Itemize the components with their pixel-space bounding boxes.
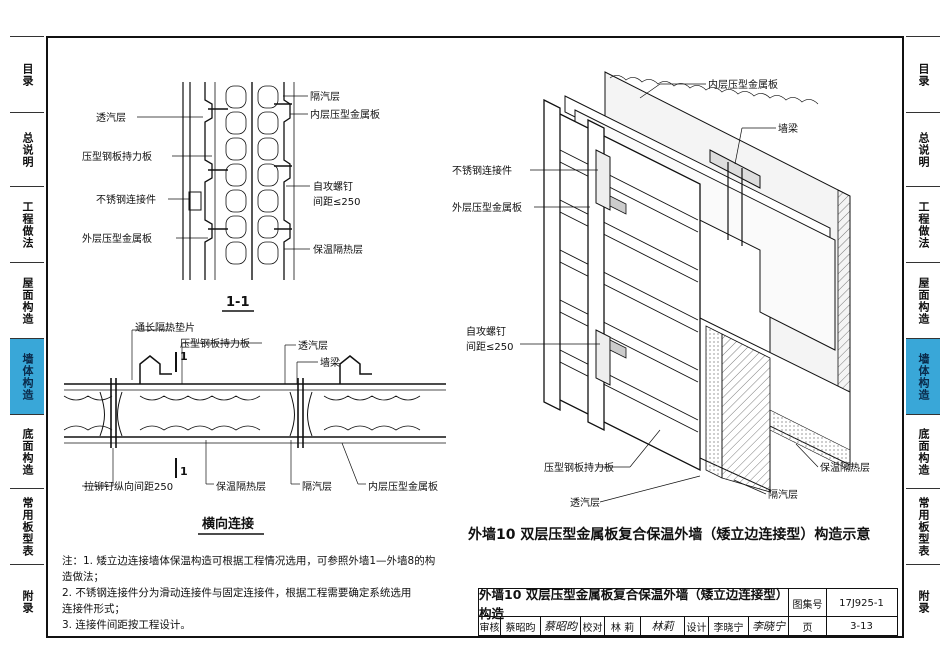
iso-label-vapor-barrier: 隔汽层 [768, 488, 798, 501]
right-tab-strip: 目录总说明工程做法屋面构造墙体构造底面构造常用板型表附录 [906, 36, 940, 638]
note-line: 连接件形式； [62, 603, 125, 615]
checker-name: 林 莉 [605, 617, 641, 635]
s11-label-stainless-connector: 不锈钢连接件 [96, 193, 156, 206]
side-tab-label: 目录 [21, 62, 34, 87]
hc-label-insulation: 保温隔热层 [216, 480, 266, 493]
horizontal-connection-drawing [63, 329, 446, 487]
iso-label-screw: 自攻螺钉 [466, 325, 506, 338]
reviewer-signature: 蔡昭昀 [541, 617, 581, 635]
hc-section-mark-top: 1 [180, 350, 188, 363]
side-tab-right-5[interactable]: 底面构造 [906, 414, 940, 488]
check-label: 校对 [581, 617, 605, 635]
designer-name: 李晓宁 [709, 617, 749, 635]
s11-label-insulation: 保温隔热层 [313, 243, 363, 256]
page-label: 页 [789, 617, 827, 635]
side-tab-left-5[interactable]: 底面构造 [10, 414, 44, 488]
s11-label-outer-panel: 外层压型金属板 [82, 232, 152, 245]
side-tab-label: 工程做法 [21, 200, 34, 249]
iso-label-steel-support: 压型钢板持力板 [544, 461, 614, 474]
side-tab-right-7[interactable]: 附录 [906, 564, 940, 638]
note-line: 造做法； [62, 571, 104, 583]
note-line: 2. 不锈钢连接件分为滑动连接件与固定连接件，根据工程需要确定系统选用 [62, 587, 412, 599]
side-tab-label: 底面构造 [917, 427, 930, 476]
side-tab-left-6[interactable]: 常用板型表 [10, 488, 44, 564]
side-tab-label: 常用板型表 [917, 496, 930, 557]
side-tab-label: 目录 [917, 62, 930, 87]
title-block: 外墙10 双层压型金属板复合保温外墙（矮立边连接型）构造 图集号 17J925-… [478, 587, 898, 636]
s11-label-screw-spacing: 间距≤250 [313, 195, 360, 208]
left-tab-strip: 目录总说明工程做法屋面构造墙体构造底面构造常用板型表附录 [10, 36, 44, 638]
hc-label-vapor-permeable: 透汽层 [298, 339, 328, 352]
side-tab-label: 附录 [21, 589, 34, 614]
iso-label-outer-panel: 外层压型金属板 [452, 201, 522, 214]
side-tab-label: 屋面构造 [917, 276, 930, 325]
side-tab-right-1[interactable]: 总说明 [906, 112, 940, 186]
side-tab-label: 底面构造 [21, 427, 34, 476]
hc-section-mark-bottom: 1 [180, 465, 188, 478]
reviewer-name: 蔡昭昀 [501, 617, 541, 635]
hc-caption: 横向连接 [202, 516, 254, 532]
page-number: 3-13 [850, 620, 873, 632]
s11-label-screw: 自攻螺钉 [313, 180, 353, 193]
hc-label-wall-beam: 墙梁 [320, 356, 340, 369]
side-tab-right-2[interactable]: 工程做法 [906, 186, 940, 262]
hc-label-vapor-barrier: 隔汽层 [302, 480, 332, 493]
side-tab-left-4[interactable]: 墙体构造 [10, 338, 44, 414]
notes: 注：1. 矮立边连接墙体保温构造可根据工程情况选用，可参照外墙1—外墙8的构 造… [62, 553, 474, 633]
section-1-1-drawing [137, 82, 310, 280]
isometric-drawing [520, 71, 851, 503]
s11-label-vapor-permeable: 透汽层 [96, 111, 126, 124]
note-line: 注：1. 矮立边连接墙体保温构造可根据工程情况选用，可参照外墙1—外墙8的构 [62, 555, 436, 567]
side-tab-left-2[interactable]: 工程做法 [10, 186, 44, 262]
atlas-label: 图集号 [789, 589, 827, 617]
iso-label-inner-panel: 内层压型金属板 [708, 78, 778, 91]
s11-label-steel-support: 压型钢板持力板 [82, 150, 152, 163]
hc-label-inner-panel: 内层压型金属板 [368, 480, 438, 493]
note-line: 3. 连接件间距按工程设计。 [62, 619, 191, 631]
iso-label-stainless-connector: 不锈钢连接件 [452, 164, 512, 177]
iso-label-wall-beam: 墙梁 [778, 122, 798, 135]
hc-label-pad: 通长隔热垫片 [135, 321, 195, 334]
drawing-frame [46, 36, 904, 638]
s11-caption: 1-1 [226, 295, 250, 310]
atlas-number: 17J925-1 [839, 597, 884, 609]
s11-label-vapor-barrier: 隔汽层 [310, 90, 340, 103]
side-tab-left-3[interactable]: 屋面构造 [10, 262, 44, 338]
hc-label-rivet: 拉铆钉纵向间距250 [84, 480, 173, 493]
side-tab-label: 总说明 [21, 131, 34, 168]
side-tab-left-1[interactable]: 总说明 [10, 112, 44, 186]
design-label: 设计 [685, 617, 709, 635]
designer-signature: 李晓宁 [749, 617, 789, 635]
side-tab-right-6[interactable]: 常用板型表 [906, 488, 940, 564]
iso-label-insulation: 保温隔热层 [820, 461, 870, 474]
side-tab-label: 附录 [917, 589, 930, 614]
side-tab-right-0[interactable]: 目录 [906, 36, 940, 112]
side-tab-right-4[interactable]: 墙体构造 [906, 338, 940, 414]
side-tab-label: 墙体构造 [21, 352, 34, 401]
review-label: 审核 [479, 617, 501, 635]
side-tab-label: 墙体构造 [917, 352, 930, 401]
side-tab-label: 屋面构造 [21, 276, 34, 325]
iso-label-vapor-permeable: 透汽层 [570, 496, 600, 509]
checker-signature: 林莉 [641, 617, 685, 635]
drawing-title: 外墙10 双层压型金属板复合保温外墙（矮立边连接型）构造示意 [468, 527, 871, 543]
side-tab-label: 常用板型表 [21, 496, 34, 557]
side-tab-left-0[interactable]: 目录 [10, 36, 44, 112]
side-tab-right-3[interactable]: 屋面构造 [906, 262, 940, 338]
s11-label-inner-panel: 内层压型金属板 [310, 108, 380, 121]
side-tab-label: 总说明 [917, 131, 930, 168]
side-tab-left-7[interactable]: 附录 [10, 564, 44, 638]
iso-label-screw-spacing: 间距≤250 [466, 340, 513, 353]
title-block-title: 外墙10 双层压型金属板复合保温外墙（矮立边连接型）构造 [479, 587, 789, 621]
hc-label-steel-support: 压型钢板持力板 [180, 337, 250, 350]
side-tab-label: 工程做法 [917, 200, 930, 249]
